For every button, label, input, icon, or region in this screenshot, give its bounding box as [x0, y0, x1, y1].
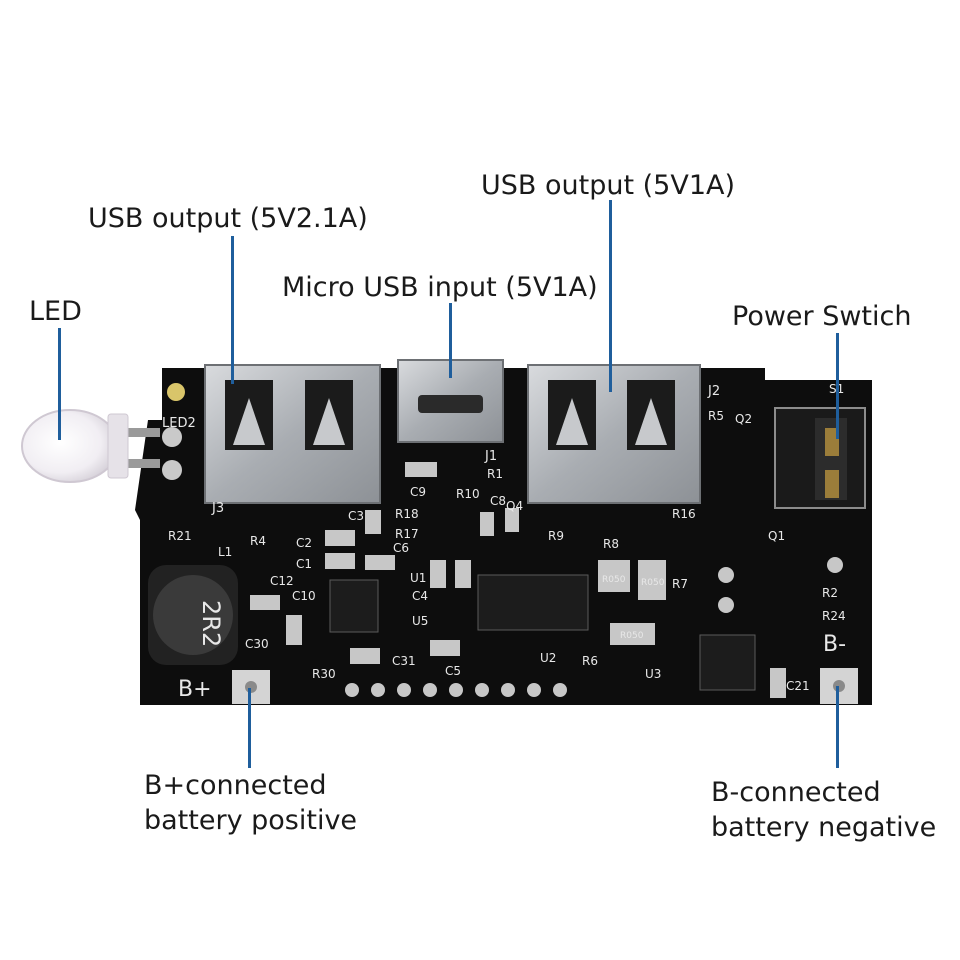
silk-r10: R10	[456, 487, 480, 501]
silk-led2: LED2	[162, 416, 196, 431]
resistor-r050-a	[598, 560, 630, 592]
leader-usb-output-2a	[231, 236, 234, 384]
silk-c1: C1	[296, 557, 312, 571]
leader-led	[58, 328, 61, 440]
silk-r17: R17	[395, 527, 419, 541]
leader-battery-positive	[248, 688, 251, 768]
inductor-component: 2R2	[148, 565, 238, 665]
usb-output-1a-connector	[527, 364, 701, 504]
silk-r9: R9	[548, 529, 564, 543]
ic-u2	[477, 574, 589, 631]
label-micro-usb-input: Micro USB input (5V1A)	[282, 272, 598, 303]
label-battery-negative: B-connected battery negative	[711, 777, 937, 843]
silk-r050-c: R050	[620, 631, 644, 641]
silk-u2: U2	[540, 651, 556, 665]
resistor-r050-b	[638, 560, 666, 600]
silk-r4: R4	[250, 534, 266, 548]
silk-c10: C10	[292, 589, 316, 603]
silk-c5: C5	[445, 664, 461, 678]
ic-u3	[699, 634, 756, 691]
silk-r18: R18	[395, 507, 419, 521]
silk-r2: R2	[822, 586, 838, 600]
silk-b-plus: B+	[178, 677, 212, 702]
silk-r5: R5	[708, 409, 724, 423]
ic-u1	[329, 579, 379, 633]
silk-u3: U3	[645, 667, 661, 681]
silk-c8: C8	[490, 494, 506, 508]
led-component	[21, 409, 160, 483]
silk-q2: Q2	[735, 412, 752, 426]
leader-usb-output-1a	[609, 200, 612, 392]
silk-c12: C12	[270, 574, 294, 588]
silk-c21: C21	[786, 679, 810, 693]
silk-c31: C31	[392, 654, 416, 668]
silk-r21: R21	[168, 529, 192, 543]
silk-2r2: 2R2	[197, 600, 225, 647]
silk-u1: U1	[410, 571, 426, 585]
label-usb-output-1a: USB output (5V1A)	[481, 170, 736, 201]
silk-r8: R8	[603, 537, 619, 551]
silk-r24: R24	[822, 609, 846, 623]
label-battery-positive: B+connected battery positive	[144, 770, 358, 836]
silk-r1: R1	[487, 467, 503, 481]
silk-c9: C9	[410, 485, 426, 499]
bottom-pad-row	[345, 683, 567, 697]
silk-u5: U5	[412, 614, 428, 628]
silk-c6: C6	[393, 541, 409, 555]
silk-r050-b: R050	[641, 578, 665, 588]
silk-q4: Q4	[506, 499, 523, 513]
silk-c4: C4	[412, 589, 428, 603]
silk-j3: J3	[211, 501, 224, 516]
leader-battery-negative	[836, 686, 839, 768]
silk-r6: R6	[582, 654, 598, 668]
silk-c3: C3	[348, 509, 364, 523]
silk-q1: Q1	[768, 529, 785, 543]
resistor-r050-c	[610, 623, 655, 645]
silk-l1: L1	[218, 545, 232, 559]
silk-r16: R16	[672, 507, 696, 521]
silk-b-minus: B-	[823, 632, 846, 657]
silk-r30: R30	[312, 667, 336, 681]
silk-c30: C30	[245, 637, 269, 651]
label-power-switch: Power Swtich	[732, 301, 912, 332]
label-usb-output-2a: USB output (5V2.1A)	[88, 203, 368, 234]
silk-c2: C2	[296, 536, 312, 550]
leader-power-switch	[836, 333, 839, 439]
silk-r7: R7	[672, 577, 688, 591]
silk-j2: J2	[707, 384, 720, 399]
silk-j1: J1	[484, 449, 497, 464]
usb-output-2a-connector	[204, 364, 381, 504]
power-switch-component	[774, 407, 866, 509]
silk-r050-a: R050	[602, 575, 626, 585]
leader-micro-usb-input	[449, 303, 452, 378]
label-led: LED	[29, 296, 82, 327]
